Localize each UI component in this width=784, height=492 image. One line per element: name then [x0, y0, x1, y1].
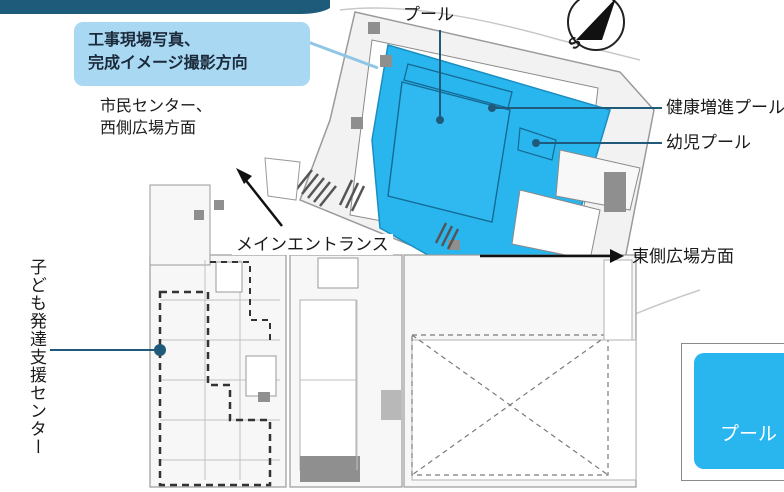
- main-entrance-label: メインエントランス: [232, 234, 393, 255]
- legend-pool-swatch: プール: [694, 353, 784, 469]
- main-pool-outline: [387, 81, 511, 223]
- citizen-center-line-2: 西側広場方面: [100, 120, 197, 137]
- left-building: [149, 184, 287, 488]
- square-building: [403, 254, 637, 488]
- photo-direction-callout: 工事現場写真、 完成イメージ撮影方向: [74, 22, 310, 86]
- infant-pool-label: 幼児プール: [666, 133, 751, 152]
- east-plaza-label: 東側広場方面: [632, 247, 734, 266]
- child-center-label: 子ども発達支援センター: [27, 258, 46, 456]
- legend-pool-label: プール: [720, 424, 778, 445]
- arrow-east-icon: [480, 249, 624, 263]
- pool-label: プール: [403, 5, 454, 24]
- callout-line-2: 完成イメージ撮影方向: [88, 55, 248, 72]
- middle-building: [289, 254, 403, 488]
- compass-icon: [567, 0, 625, 51]
- corner-bar: [0, 0, 330, 14]
- callout-line-1: 工事現場写真、: [88, 32, 201, 49]
- child-center-outline: [158, 290, 272, 487]
- citizen-center-line-1: 市民センター、: [100, 98, 212, 115]
- health-pool-label: 健康増進プール: [666, 98, 784, 117]
- citizen-center-label: 市民センター、 西側広場方面: [100, 96, 212, 140]
- legend-card: プール: [681, 343, 784, 481]
- arrow-west-icon: [236, 168, 283, 227]
